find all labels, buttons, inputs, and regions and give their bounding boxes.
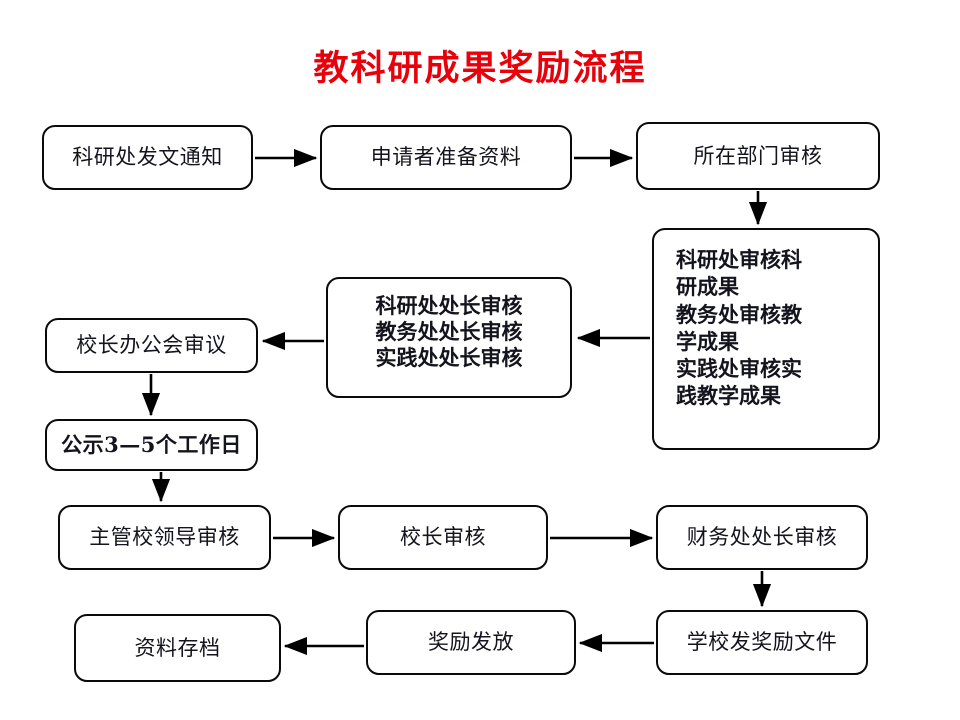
node-label: 校长办公会审议: [76, 333, 227, 358]
node-label: 公示3—5个工作日: [61, 431, 242, 457]
node-responsible-leader-review[interactable]: 主管校领导审核: [58, 505, 271, 570]
node-principal-review[interactable]: 校长审核: [338, 505, 548, 570]
node-label-line: 学成果: [676, 328, 739, 354]
node-department-review[interactable]: 所在部门审核: [636, 122, 880, 190]
node-archive-materials[interactable]: 资料存档: [74, 614, 281, 682]
node-label: 所在部门审核: [693, 143, 823, 168]
node-applicant-prepare-materials[interactable]: 申请者准备资料: [320, 125, 572, 190]
node-label: 财务处处长审核: [686, 525, 838, 550]
node-research-office-notice[interactable]: 科研处发文通知: [42, 125, 253, 190]
node-label: 奖励发放: [428, 630, 514, 655]
node-label: 校长审核: [400, 525, 486, 550]
node-label: 主管校领导审核: [89, 525, 240, 550]
node-school-issue-award-document[interactable]: 学校发奖励文件: [656, 610, 868, 675]
node-label-line: 科研处处长审核: [375, 293, 523, 318]
node-label: 资料存档: [134, 635, 221, 660]
node-label-line: 实践处审核实: [676, 356, 802, 382]
node-label-line: 教务处审核教: [676, 301, 802, 327]
node-label-line: 教务处处长审核: [375, 319, 523, 345]
node-label-line: 实践处处长审核: [375, 345, 523, 371]
node-label: 科研处发文通知: [72, 145, 223, 170]
page-title: 教科研成果奖励流程: [313, 48, 647, 89]
node-label-line: 研成果: [676, 274, 739, 300]
node-label-line: 科研处审核科: [676, 247, 802, 272]
node-label: 申请者准备资料: [370, 145, 522, 170]
node-label: 学校发奖励文件: [686, 630, 838, 655]
node-office-directors-review[interactable]: 科研处处长审核 教务处处长审核 实践处处长审核: [326, 277, 572, 398]
node-public-notice-days[interactable]: 公示3—5个工作日: [45, 419, 258, 471]
node-principal-office-meeting[interactable]: 校长办公会审议: [45, 318, 258, 373]
node-finance-director-review[interactable]: 财务处处长审核: [656, 505, 868, 570]
node-label-line: 践教学成果: [676, 383, 781, 409]
node-office-achievement-review[interactable]: 科研处审核科 研成果 教务处审核教 学成果 实践处审核实 践教学成果: [652, 228, 880, 450]
node-award-distribution[interactable]: 奖励发放: [366, 610, 576, 675]
